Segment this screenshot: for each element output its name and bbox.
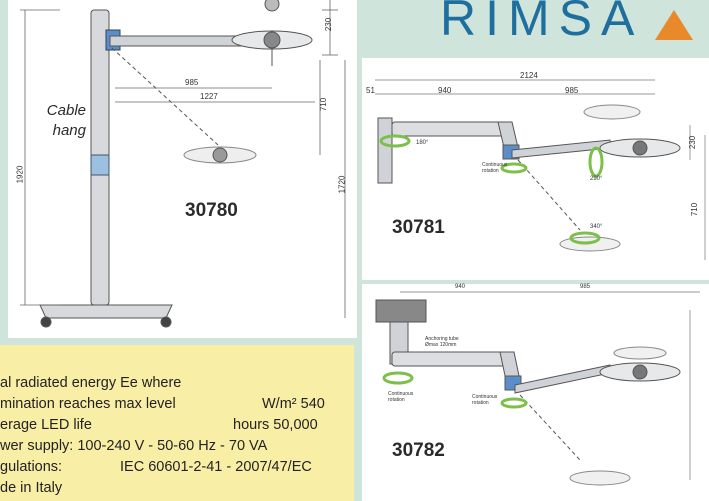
spec-label: wer supply: 100-240 V - 50-60 Hz - 70 VA <box>0 438 268 454</box>
spec-value: hours 50,000 <box>233 417 318 433</box>
dim-230: 230 <box>324 17 334 32</box>
rotation-a-line2: rotation <box>388 397 405 403</box>
rotation-b-line2: rotation <box>472 400 489 406</box>
dim-230-b: 230 <box>688 135 698 150</box>
spec-label: al radiated energy Ee where <box>0 375 182 391</box>
stand-30780 <box>39 0 313 328</box>
dim-985: 985 <box>185 78 199 87</box>
specifications-box: al radiated energy Ee where mination rea… <box>0 345 354 501</box>
cable-hang-note: Cable hang <box>38 101 86 141</box>
column-label-line2: Ømax 120mm <box>425 342 457 348</box>
rotation-label-line1: Continuous <box>482 162 508 168</box>
spec-row: mination reaches max level W/m² 540 <box>0 396 325 412</box>
spec-label: erage LED life <box>0 417 92 433</box>
rotation-b-30782: Continuous rotation <box>472 394 497 406</box>
brand-logo: RIMSA <box>440 0 644 46</box>
angle-340: 340° <box>590 224 603 230</box>
dim-940: 940 <box>438 86 452 95</box>
dimension-lines-30782 <box>400 291 700 480</box>
dim-985-c: 985 <box>580 284 591 290</box>
angle-180: 180° <box>416 140 429 146</box>
angle-290: 290° <box>590 176 603 182</box>
ceiling-mount-30782 <box>375 299 681 486</box>
dim-51: 51 <box>366 86 375 95</box>
model-30780: 30780 <box>185 200 238 221</box>
rotation-label-30781: Continuous rotation <box>482 162 507 174</box>
column-label-line1: Anchoring tube <box>425 336 459 342</box>
spec-row: al radiated energy Ee where <box>0 375 181 391</box>
dimension-lines-30780 <box>20 0 346 318</box>
dim-1920: 1920 <box>15 165 25 184</box>
rotation-b-line1: Continuous <box>472 394 498 400</box>
spec-row: wer supply: 100-240 V - 50-60 Hz - 70 VA <box>0 438 267 454</box>
rotation-a-line1: Continuous <box>388 391 414 397</box>
rotation-arrows-30781 <box>379 134 604 245</box>
logo-triangle-icon <box>655 10 693 40</box>
spec-row: de in Italy <box>0 480 62 496</box>
cable-note-line1: Cable <box>46 102 86 119</box>
column-label-30782: Anchoring tube Ømax 120mm <box>425 336 459 348</box>
rotation-label-line2: rotation <box>482 168 499 174</box>
spec-value: W/m² 540 <box>262 396 325 412</box>
panel-30781 <box>362 58 709 280</box>
dimension-lines-30781 <box>375 79 706 260</box>
rotation-a-30782: Continuous rotation <box>388 391 413 403</box>
dim-2124: 2124 <box>520 71 538 80</box>
dim-1227: 1227 <box>200 92 218 101</box>
model-30781: 30781 <box>392 217 445 238</box>
dim-710: 710 <box>319 97 329 112</box>
dim-1720: 1720 <box>337 175 347 194</box>
spec-row: erage LED life hours 50,000 <box>0 417 318 433</box>
spec-label: gulations: <box>0 459 63 475</box>
spec-label: mination reaches max level <box>0 396 176 412</box>
panel-30780 <box>8 0 357 338</box>
model-30782: 30782 <box>392 440 445 461</box>
rotation-arrows-30782 <box>382 371 528 409</box>
dim-710-b: 710 <box>690 202 700 217</box>
dim-940-c: 940 <box>455 284 466 290</box>
cable-note-line2: hang <box>52 122 86 139</box>
spec-value: IEC 60601-2-41 - 2007/47/EC <box>120 459 312 475</box>
dim-985-b: 985 <box>565 86 579 95</box>
spec-label: de in Italy <box>0 480 63 496</box>
spec-row: gulations: IEC 60601-2-41 - 2007/47/EC <box>0 459 312 475</box>
